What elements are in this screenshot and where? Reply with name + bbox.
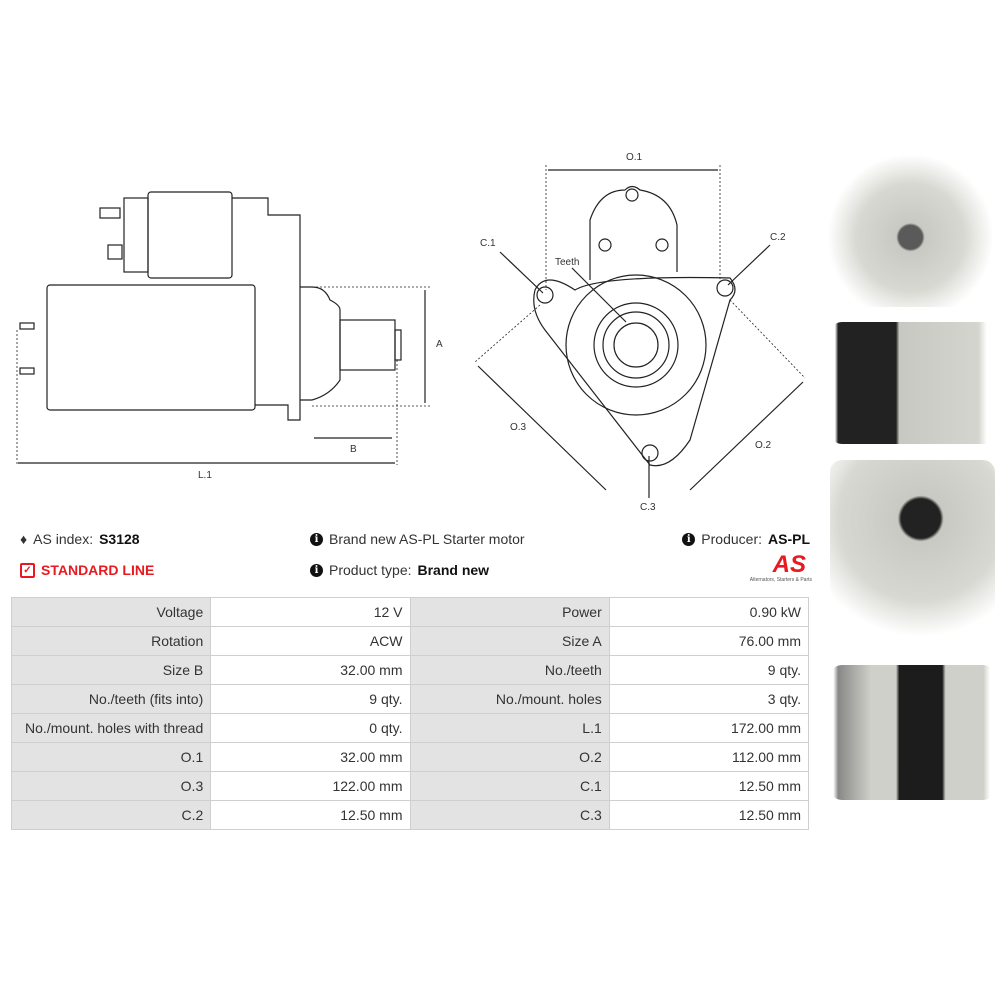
standard-line-badge: ✓ STANDARD LINE [20,562,154,578]
label-a: A [436,339,443,350]
spec-value: 32.00 mm [210,655,411,685]
spec-value: 12.50 mm [608,771,810,801]
as-index-label: AS index: [33,531,94,547]
producer-label: Producer: [701,531,762,547]
spec-label: No./mount. holes with thread [10,713,212,743]
info-icon: i [310,532,323,546]
product-type: i Product type: Brand new [310,562,489,578]
product-type-value: Brand new [417,562,490,578]
side-view-diagram: A B L.1 [16,191,443,481]
spec-row: No./teeth (fits into)9 qty.No./mount. ho… [10,684,810,714]
spec-label: Rotation [10,626,212,656]
label-c2: C.2 [770,232,786,243]
spec-label: O.3 [10,771,212,801]
checkbox-icon: ✓ [20,562,35,578]
spec-value: 12.50 mm [210,800,411,830]
product-photo-side [830,665,995,800]
label-o2: O.2 [755,440,772,451]
label-c1: C.1 [480,238,496,249]
spec-value: 9 qty. [608,655,810,685]
spec-label: Size A [409,626,610,656]
spec-label: L.1 [409,713,610,743]
spec-value: 0 qty. [210,713,411,743]
spec-label: No./teeth [409,655,610,685]
as-index-value: S3128 [99,531,140,547]
spec-value: 122.00 mm [210,771,411,801]
label-o1: O.1 [626,152,643,163]
product-photo-rear [830,460,995,655]
info-icon: i [310,563,323,577]
spec-label: O.1 [10,742,212,772]
spec-value: 76.00 mm [608,626,810,656]
label-l1: L.1 [198,470,212,481]
spec-value: 3 qty. [608,684,810,714]
logo-tagline: Alternators, Starters & Parts [749,577,812,583]
product-photo-front [828,152,993,307]
label-teeth: Teeth [555,257,579,268]
spec-value: 12 V [210,597,411,627]
spec-value: 0.90 kW [608,597,810,627]
spec-label: C.2 [10,800,212,830]
spec-label: Size B [10,655,212,685]
spec-label: No./teeth (fits into) [10,684,212,714]
tag-icon: ♦ [20,531,28,547]
description: i Brand new AS-PL Starter motor [310,531,525,547]
spec-value: 32.00 mm [210,742,411,772]
description-text: Brand new AS-PL Starter motor [329,531,525,547]
as-pl-logo: AS Alternators, Starters & Parts [720,551,812,584]
spec-label: C.3 [409,800,610,830]
spec-label: No./mount. holes [409,684,610,714]
spec-label: Power [409,597,610,627]
product-photo-side-label [830,322,995,444]
spec-label: Voltage [10,597,212,627]
spec-value: 112.00 mm [608,742,810,772]
front-view-diagram: O.1 C.1 C.2 Teeth O.3 O.2 C.3 [474,152,806,513]
label-c3: C.3 [640,502,656,513]
producer-value: AS-PL [768,531,810,547]
label-b: B [350,444,357,455]
producer: i Producer: AS-PL [682,531,810,547]
spec-label: O.2 [409,742,610,772]
spec-value: 12.50 mm [608,800,810,830]
spec-value: 172.00 mm [608,713,810,743]
spec-value: 9 qty. [210,684,411,714]
as-index: ♦ AS index: S3128 [20,531,140,547]
product-type-label: Product type: [329,562,412,578]
info-icon: i [682,532,696,546]
spec-value: ACW [210,626,411,656]
logo-mark: AS [772,551,806,578]
standard-line-label: STANDARD LINE [41,562,155,578]
spec-label: C.1 [409,771,610,801]
label-o3: O.3 [510,422,527,433]
